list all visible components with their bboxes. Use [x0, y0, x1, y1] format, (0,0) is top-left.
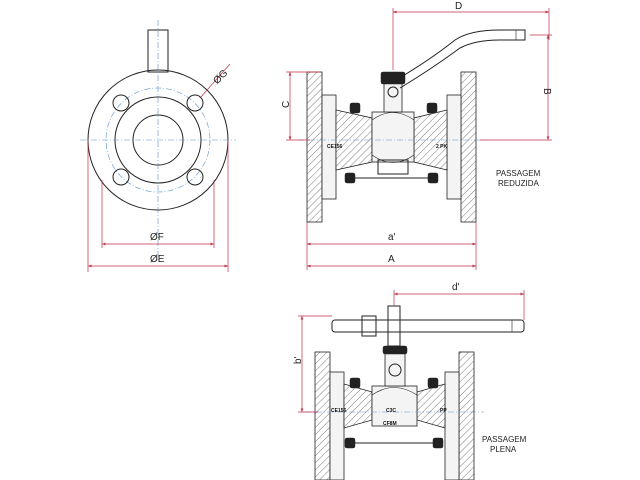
full-bore-note-line2: PLENA: [490, 445, 517, 454]
body-mark-top-right: 2 PK: [436, 144, 448, 150]
full-bore-note-line1: PASSAGEM: [482, 435, 527, 444]
a-label: A: [388, 254, 395, 265]
bolt-hole: [112, 94, 130, 112]
c-label: C: [281, 101, 292, 108]
d-prime-label: d': [452, 282, 460, 293]
lever-handle: [395, 29, 526, 89]
b-prime-label: b': [293, 356, 304, 364]
reduced-bore-view: CE156 2 PK D B C a' A PASSAGEM REDUZIDA: [281, 1, 552, 270]
b-label: B: [541, 88, 552, 95]
bolt-hole: [112, 168, 130, 186]
body-mark-bottom-center2: CF8M: [383, 421, 397, 427]
body-mark-bottom-right: PP: [440, 408, 447, 414]
body-mark-top-left: CE156: [327, 144, 343, 150]
t-handle-bar: [331, 319, 525, 333]
bolt-hole: [186, 168, 204, 186]
full-bore-view: CE156 C3C CF8M PP d' b' PASSAGEM PLENA: [293, 282, 527, 480]
bolt-hole: [186, 94, 204, 112]
phi-g-label: ØG: [212, 68, 231, 87]
d-label: D: [455, 1, 462, 12]
end-view: ØG ØF ØE: [80, 20, 236, 272]
reduced-bore-note-line1: PASSAGEM: [496, 169, 541, 178]
phi-g-leader: [199, 63, 231, 99]
body-mark-bottom-center1: C3C: [386, 408, 396, 414]
a-prime-label: a': [388, 232, 396, 243]
body-mark-bottom-left: CE156: [331, 408, 347, 414]
reduced-bore-note-line2: REDUZIDA: [498, 179, 540, 188]
phi-e-label: ØE: [150, 254, 165, 265]
phi-f-label: ØF: [150, 232, 164, 243]
